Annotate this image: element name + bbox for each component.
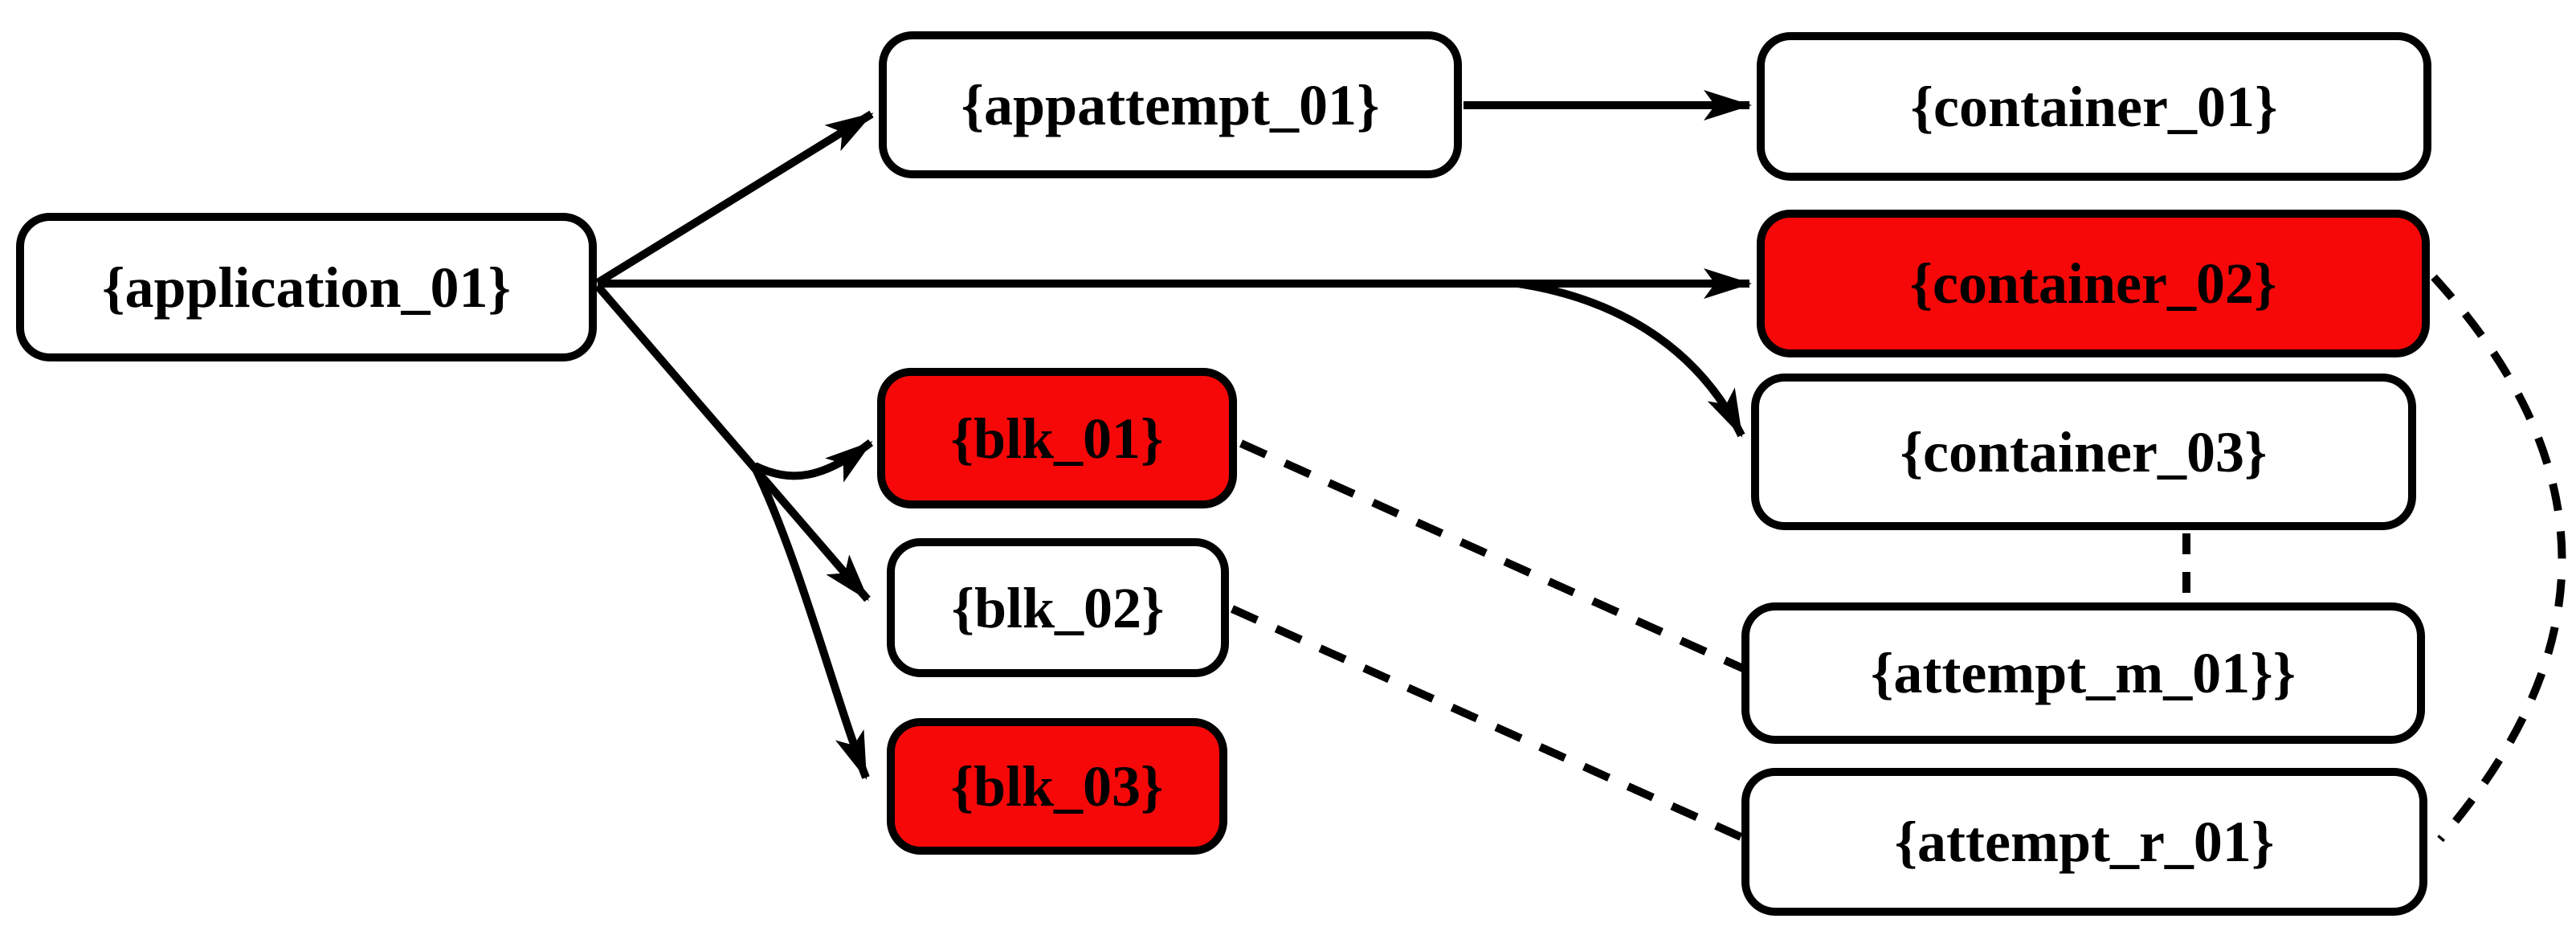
node-attempt-r-01: {attempt_r_01} [1741,768,2427,916]
node-blk-01-label: {blk_01} [950,406,1164,471]
node-attempt-r-01-label: {attempt_r_01} [1894,810,2275,874]
node-container-01: {container_01} [1757,32,2431,181]
node-attempt-m-01: {attempt_m_01}} [1741,602,2425,744]
edge-blk02-to-attemptr [1230,605,1747,843]
node-container-01-label: {container_01} [1910,74,2278,139]
edge-application-to-blk01 [753,439,874,483]
edge-application-to-appattempt [595,110,874,287]
node-container-02-label: {container_02} [1909,251,2277,316]
node-application-01: {application_01} [16,213,597,361]
node-blk-03: {blk_03} [887,718,1227,855]
edge-application-to-container03 [1517,280,1745,438]
node-container-03-label: {container_03} [1900,419,2268,484]
node-blk-02: {blk_02} [887,538,1229,677]
node-application-01-label: {application_01} [102,255,511,320]
node-blk-03-label: {blk_03} [950,754,1164,819]
node-blk-02-label: {blk_02} [951,575,1165,640]
edge-application-to-blk02 [594,283,871,602]
node-blk-01: {blk_01} [877,368,1237,508]
node-appattempt-01: {appattempt_01} [879,31,1462,178]
node-appattempt-01-label: {appattempt_01} [961,72,1380,137]
node-container-02: {container_02} [1757,210,2430,357]
node-attempt-m-01-label: {attempt_m_01}} [1871,641,2296,705]
edge-container02-to-attemptr [2431,274,2566,843]
edge-application-to-blk03 [749,462,870,780]
node-container-03: {container_03} [1751,374,2416,530]
edge-blk01-to-attemptm [1239,439,1747,673]
